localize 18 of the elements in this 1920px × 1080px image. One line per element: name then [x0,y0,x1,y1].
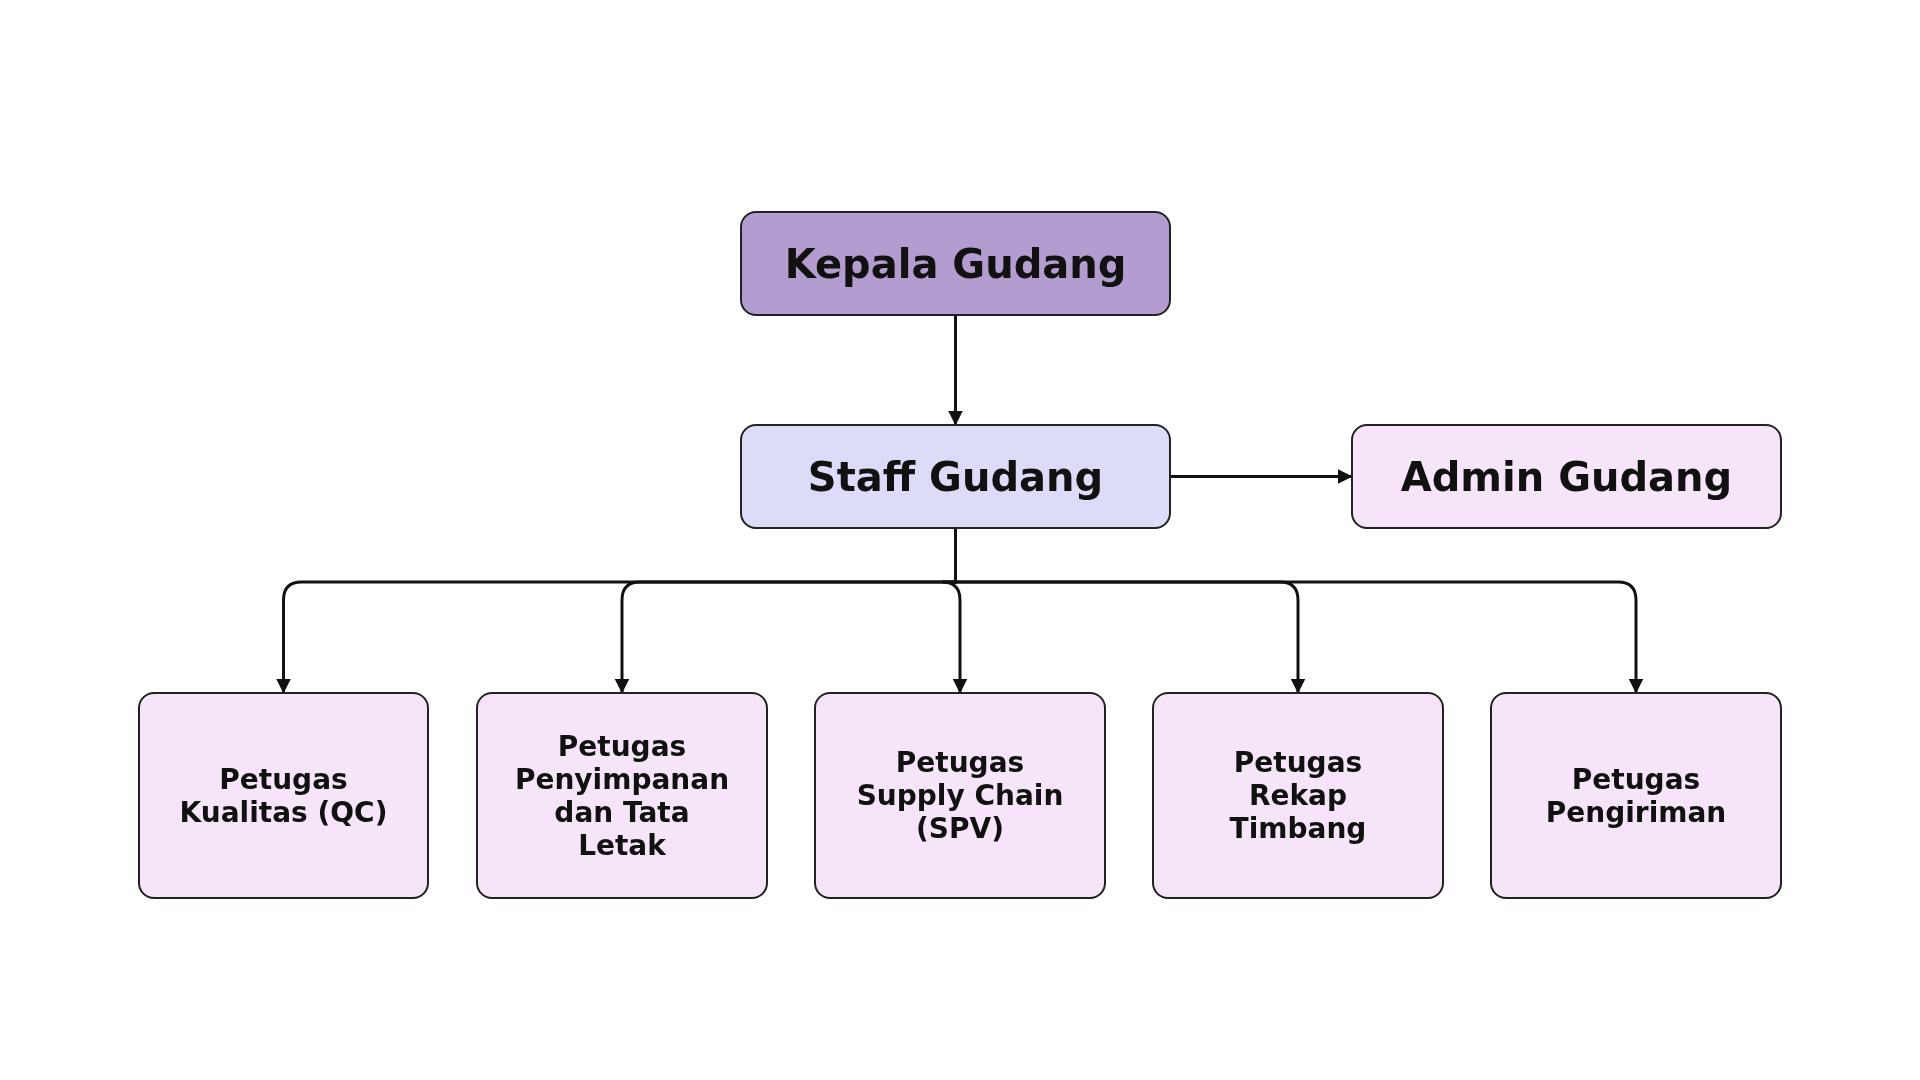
role-title: Petugas Rekap Timbang [1228,746,1368,845]
role-box [814,692,1106,899]
role-title: Kepala Gudang [784,240,1127,287]
role-title: Petugas Pengiriman [1544,762,1728,829]
role-title: Petugas Kualitas (QC) [178,762,389,829]
role-title: Petugas Penyimpanan dan Tata Letak [514,729,730,862]
role-title: Staff Gudang [807,453,1104,500]
role-box [476,692,768,899]
role-box [138,692,429,899]
role-box [740,211,1171,316]
role-box [1351,424,1782,529]
role-box [1490,692,1782,899]
role-title: Petugas Supply Chain (SPV) [855,746,1065,845]
role-box [740,424,1171,529]
connector-arrow [1171,469,1353,484]
role-box [1152,692,1444,899]
connector-arrow [948,316,963,426]
role-title: Admin Gudang [1400,453,1733,500]
